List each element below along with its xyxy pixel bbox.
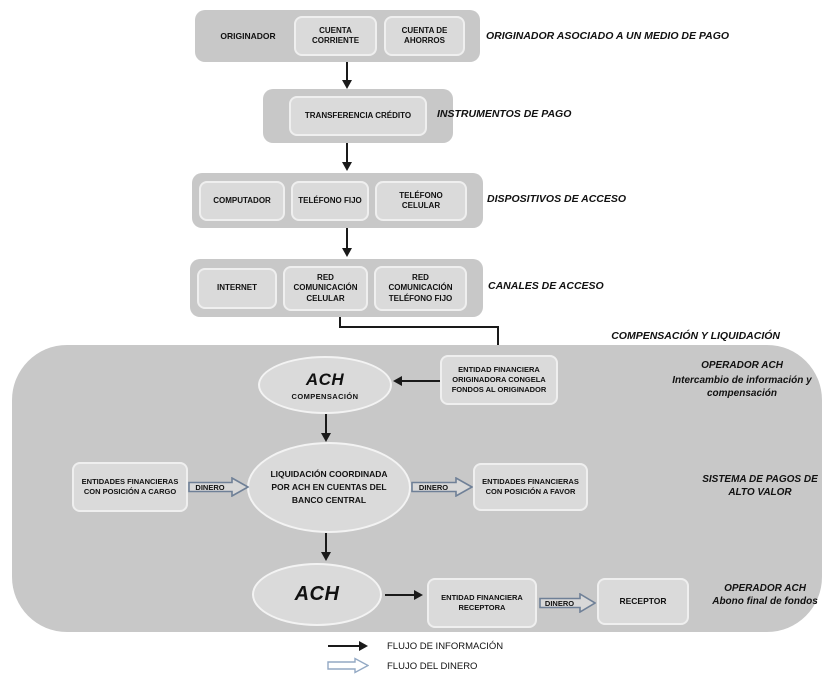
receiver-box: RECEPTOR	[597, 578, 689, 625]
settlement-text: LIQUIDACIÓN COORDINADA POR ACH EN CUENTA…	[270, 468, 388, 506]
money-arrow-label: DINERO	[418, 482, 449, 492]
devices-side-label: DISPOSITIVOS DE ACCESO	[487, 193, 627, 205]
arrowhead-down-icon	[342, 162, 352, 171]
operator-ach-top-label: OPERADOR ACH Intercambio de información …	[652, 360, 832, 400]
high-value-system-text: SISTEMA DE PAGOS DE ALTO VALOR	[702, 474, 818, 498]
originator-side-label: ORIGINADOR ASOCIADO A UN MEDIO DE PAGO	[486, 30, 730, 42]
channels-container: INTERNET RED COMUNICACIÓN CELULAR RED CO…	[190, 259, 483, 317]
originator-label: ORIGINADOR	[220, 31, 276, 41]
money-arrow-icon: DINERO	[411, 476, 474, 498]
originator-container: ORIGINADOR CUENTA CORRIENTE CUENTA DE AH…	[195, 10, 480, 62]
operator-ach-top-caption: Intercambio de información y compensació…	[672, 375, 812, 399]
operator-ach-bottom-label: OPERADOR ACH Abono final de fondos	[695, 583, 835, 609]
flow-line	[339, 326, 499, 328]
arrowhead-down-icon	[321, 552, 331, 561]
ach-settlement-name: ACH	[294, 583, 340, 605]
ach-compensation-name: ACH	[305, 369, 345, 389]
flow-line	[346, 228, 348, 249]
flow-line	[346, 143, 348, 163]
high-value-system-label: SISTEMA DE PAGOS DE ALTO VALOR	[690, 474, 830, 499]
flow-line	[346, 62, 348, 81]
cellular-network-box: RED COMUNICACIÓN CELULAR	[283, 266, 368, 311]
arrowhead-down-icon	[342, 80, 352, 89]
ach-compensation-ellipse: ACH COMPENSACIÓN	[258, 356, 392, 414]
operator-ach-top-title: OPERADOR ACH	[701, 360, 783, 371]
money-arrow-label: DINERO	[544, 598, 575, 608]
money-arrow-icon: DINERO	[188, 476, 250, 498]
arrowhead-left-icon	[393, 376, 402, 386]
operator-ach-bottom-caption: Abono final de fondos	[712, 596, 818, 607]
flow-line	[497, 326, 499, 346]
arrowhead-down-icon	[342, 248, 352, 257]
credit-transfer-box: TRANSFERENCIA CRÉDITO	[289, 96, 427, 136]
flow-line	[339, 317, 341, 328]
settlement-ellipse: LIQUIDACIÓN COORDINADA POR ACH EN CUENTA…	[247, 442, 411, 533]
originating-bank-box: ENTIDAD FINANCIERA ORIGINADORA CONGELA F…	[440, 355, 558, 405]
money-arrow-icon: DINERO	[539, 592, 597, 614]
internet-box: INTERNET	[197, 268, 277, 309]
arrowhead-right-icon	[359, 641, 368, 651]
flow-line	[385, 594, 415, 596]
computer-box: COMPUTADOR	[199, 181, 285, 221]
instruments-container: TRANSFERENCIA CRÉDITO	[263, 89, 453, 143]
checking-account-box: CUENTA CORRIENTE	[294, 16, 377, 56]
savings-account-box: CUENTA DE AHORROS	[384, 16, 465, 56]
clearing-title: COMPENSACIÓN Y LIQUIDACIÓN	[611, 330, 780, 342]
debit-entities-box: ENTIDADES FINANCIERAS CON POSICIÓN A CAR…	[72, 462, 188, 512]
flow-line	[325, 414, 327, 434]
ach-settlement-ellipse: ACH	[252, 563, 382, 626]
devices-container: COMPUTADOR TELÉFONO FIJO TELÉFONO CELULA…	[192, 173, 483, 228]
arrowhead-right-icon	[414, 590, 423, 600]
receiving-bank-box: ENTIDAD FINANCIERA RECEPTORA	[427, 578, 537, 628]
cellphone-box: TELÉFONO CELULAR	[375, 181, 467, 221]
legend-info-arrow-icon	[328, 645, 360, 647]
legend-money-label: FLUJO DEL DINERO	[387, 661, 478, 672]
operator-ach-bottom-title: OPERADOR ACH	[724, 583, 806, 594]
credit-entities-box: ENTIDADES FINANCIERAS CON POSICIÓN A FAV…	[473, 463, 588, 511]
legend-money-arrow-icon	[327, 657, 370, 674]
arrowhead-down-icon	[321, 433, 331, 442]
money-arrow-label: DINERO	[195, 482, 225, 492]
channels-side-label: CANALES DE ACCESO	[488, 280, 604, 292]
ach-compensation-caption: COMPENSACIÓN	[291, 391, 359, 401]
flow-line	[325, 533, 327, 553]
instruments-side-label: INSTRUMENTOS DE PAGO	[437, 108, 572, 120]
flow-line	[401, 380, 440, 382]
landline-box: TELÉFONO FIJO	[291, 181, 369, 221]
legend-information-label: FLUJO DE INFORMACIÓN	[387, 641, 504, 652]
landline-network-box: RED COMUNICACIÓN TELÉFONO FIJO	[374, 266, 467, 311]
